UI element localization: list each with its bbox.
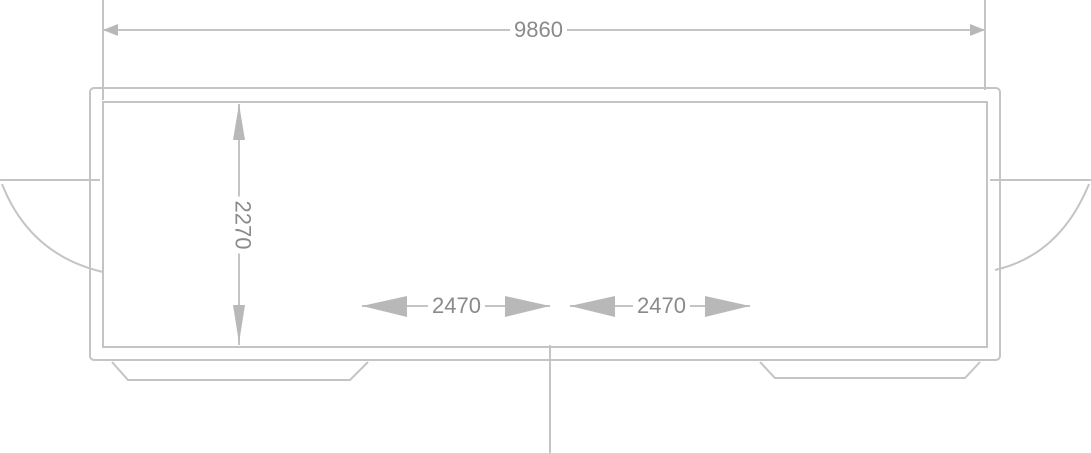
arrow-right-icon [970,24,985,36]
segment-1-label: 2470 [428,293,485,319]
left-arc [1,183,104,273]
height-label: 2270 [229,196,256,254]
arrow-left-icon [570,296,615,317]
overall-width-label: 9860 [510,17,567,43]
arrow-left-icon [362,296,407,317]
outer-frame [89,87,1001,361]
body-frame [0,87,1091,453]
left-base [111,361,369,381]
right-arc [994,183,1090,271]
inner-frame [102,101,988,348]
overall-width-dimension [102,0,986,100]
segment-2-label: 2470 [633,293,690,319]
arrow-up-icon [233,104,245,140]
right-base [759,361,981,379]
arrow-right-icon [505,296,550,317]
arrow-down-icon [233,305,245,343]
arrow-right-icon [705,296,750,317]
arrow-left-icon [103,24,118,36]
